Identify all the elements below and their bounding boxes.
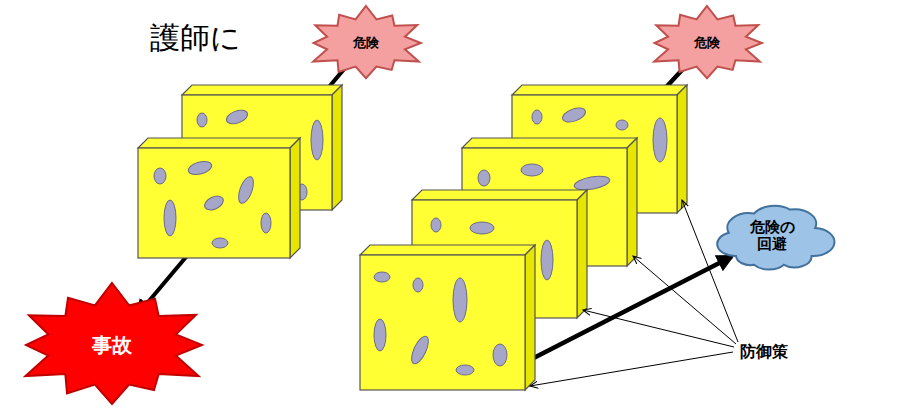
cheese-hole bbox=[532, 110, 542, 124]
cheese-hole bbox=[374, 272, 390, 282]
slice-face bbox=[360, 255, 525, 390]
cheese-slice bbox=[138, 138, 300, 258]
starburst-shape bbox=[25, 283, 202, 404]
cheese-hole bbox=[453, 278, 467, 322]
slice-side bbox=[627, 138, 637, 266]
slice-top bbox=[138, 138, 300, 148]
defence-label: 防御策 bbox=[740, 342, 788, 363]
cloud-shape bbox=[717, 206, 834, 270]
slice-side bbox=[677, 85, 687, 213]
leader-arrows bbox=[530, 200, 738, 386]
slice-top bbox=[360, 245, 535, 255]
node-text: 危険の 回避 bbox=[742, 219, 802, 254]
cheese-hole bbox=[541, 240, 553, 280]
cheese-hole bbox=[261, 213, 271, 233]
cheese-hole bbox=[202, 193, 225, 212]
slice-side bbox=[525, 245, 535, 390]
slice-top bbox=[182, 85, 342, 95]
node-text: 危険 bbox=[336, 36, 396, 51]
cheese-hole bbox=[431, 218, 441, 232]
slice-side bbox=[290, 138, 300, 258]
leader-line bbox=[530, 352, 733, 386]
node-text: 事故 bbox=[67, 334, 157, 357]
leader-line bbox=[583, 310, 734, 347]
cheese-hole bbox=[493, 344, 507, 366]
cheese-hole bbox=[374, 319, 386, 351]
hazard-starburst: 危険 bbox=[305, 6, 427, 80]
cheese-hole bbox=[573, 174, 611, 192]
leader-line bbox=[633, 256, 736, 344]
cheese-hole bbox=[616, 120, 628, 130]
starburst-shape bbox=[313, 6, 421, 78]
slice-face bbox=[138, 148, 290, 258]
slice-side bbox=[577, 190, 587, 318]
cheese-hole bbox=[561, 105, 588, 124]
node-text: 危険 bbox=[677, 36, 737, 51]
cheese-hole bbox=[154, 168, 166, 184]
cheese-slice bbox=[360, 245, 535, 390]
cheese-hole bbox=[456, 365, 474, 375]
cheese-hole bbox=[236, 175, 257, 205]
cheese-hole bbox=[408, 334, 432, 366]
starburst-shape bbox=[654, 6, 762, 78]
cheese-hole bbox=[478, 170, 490, 186]
avoidance-cloud: 危険の 回避 bbox=[712, 196, 832, 276]
slice-top bbox=[512, 85, 687, 95]
cheese-hole bbox=[413, 278, 423, 292]
cheese-hole bbox=[653, 118, 667, 162]
slice-top bbox=[412, 190, 587, 200]
cheese-hole bbox=[470, 222, 494, 234]
accident-starburst: 事故 bbox=[12, 283, 212, 407]
slice-side bbox=[332, 85, 342, 210]
hazard-starburst: 危険 bbox=[646, 6, 768, 80]
cheese-hole bbox=[212, 238, 228, 248]
risk-arrow bbox=[137, 61, 350, 315]
cheese-hole bbox=[197, 113, 207, 127]
cheese-hole bbox=[521, 164, 543, 176]
cheese-hole bbox=[225, 108, 250, 127]
slice-top bbox=[462, 138, 637, 148]
cut-off-heading: 護師に bbox=[150, 18, 241, 59]
cheese-hole bbox=[311, 120, 323, 160]
cheese-hole bbox=[164, 200, 176, 236]
cheese-hole bbox=[187, 159, 213, 177]
